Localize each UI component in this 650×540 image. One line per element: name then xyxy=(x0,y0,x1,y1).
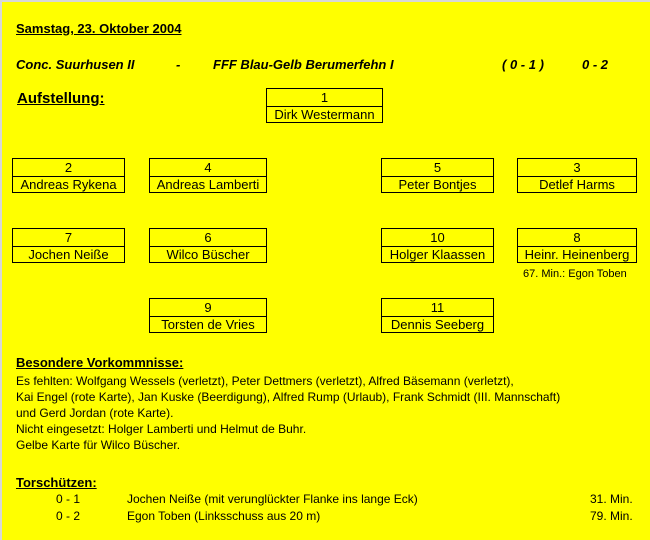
player-name: Andreas Rykena xyxy=(20,177,117,192)
player-number: 3 xyxy=(518,159,636,177)
player-number: 5 xyxy=(382,159,493,177)
goal-description: Jochen Neiße (mit verunglückter Flanke i… xyxy=(127,492,418,506)
player-name: Dirk Westermann xyxy=(274,107,375,122)
incident-line: Gelbe Karte für Wilco Büscher. xyxy=(16,438,181,452)
player-name: Holger Klaassen xyxy=(389,247,486,262)
player-number: 7 xyxy=(13,229,124,247)
player-number: 9 xyxy=(150,299,266,317)
player-name: Wilco Büscher xyxy=(166,247,250,262)
player-name: Heinr. Heinenberg xyxy=(524,247,630,262)
goal-minute: 79. Min. xyxy=(590,509,633,523)
home-team: Conc. Suurhusen II xyxy=(16,57,135,72)
scorers-title: Torschützen: xyxy=(16,475,97,490)
player-name: Dennis Seeberg xyxy=(390,317,485,332)
goal-description: Egon Toben (Linksschuss aus 20 m) xyxy=(127,509,321,523)
player-number: 8 xyxy=(518,229,636,247)
away-team: FFF Blau-Gelb Berumerfehn I xyxy=(213,57,394,72)
final-score: 0 - 2 xyxy=(582,57,609,72)
incident-line: und Gerd Jordan (rote Karte). xyxy=(16,406,174,420)
incident-line: Nicht eingesetzt: Holger Lamberti und He… xyxy=(16,422,307,436)
player-number: 6 xyxy=(150,229,266,247)
player-name: Torsten de Vries xyxy=(161,317,255,332)
player-number: 11 xyxy=(382,299,493,317)
match-separator: - xyxy=(176,57,181,72)
goal-score: 0 - 1 xyxy=(56,492,81,506)
player-name: Peter Bontjes xyxy=(398,177,477,192)
player-number: 2 xyxy=(13,159,124,177)
halftime-score: ( 0 - 1 ) xyxy=(502,57,544,72)
player-name: Andreas Lamberti xyxy=(156,177,260,192)
substitution-note: 67. Min.: Egon Toben xyxy=(523,268,627,280)
incidents-title: Besondere Vorkommnisse: xyxy=(16,355,184,370)
lineup-title: Aufstellung: xyxy=(17,90,105,107)
player-number: 10 xyxy=(382,229,493,247)
goal-minute: 31. Min. xyxy=(590,492,633,506)
player-number: 4 xyxy=(150,159,266,177)
incident-line: Es fehlten: Wolfgang Wessels (verletzt),… xyxy=(16,374,514,388)
player-name: Detlef Harms xyxy=(539,177,615,192)
incident-line: Kai Engel (rote Karte), Jan Kuske (Beerd… xyxy=(16,390,561,404)
match-date: Samstag, 23. Oktober 2004 xyxy=(16,21,182,36)
goal-score: 0 - 2 xyxy=(56,509,81,523)
player-number: 1 xyxy=(267,89,382,107)
player-name: Jochen Neiße xyxy=(28,247,109,262)
